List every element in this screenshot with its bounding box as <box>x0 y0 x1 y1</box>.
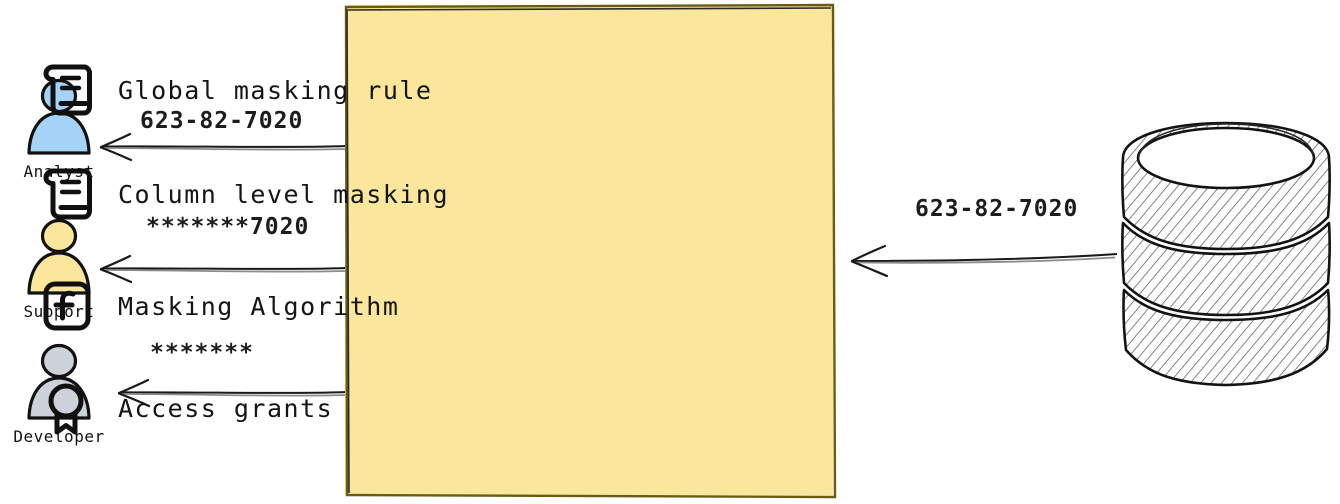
policy-item-global-masking-rule: Global masking rule <box>40 62 432 118</box>
policy-item-masking-algorithm: Masking Algorithm <box>40 278 399 334</box>
actor-label: Developer <box>13 427 105 446</box>
flow-label-analyst: 623-82-7020 <box>140 108 304 134</box>
arrow-to-analyst <box>92 126 350 168</box>
arrow-to-developer <box>110 372 350 414</box>
arrow-source-to-policy <box>843 240 1119 284</box>
award-icon <box>48 383 84 435</box>
policy-item-label: Column level masking <box>118 179 450 209</box>
policy-item-access-grants: Access grants <box>40 380 333 436</box>
function-box-icon <box>43 281 91 331</box>
flow-label-support: *******7020 <box>146 214 310 240</box>
policy-item-label: Masking Algorithm <box>118 291 400 321</box>
policy-item-label: Access grants <box>118 393 334 423</box>
policy-item-label: Global masking rule <box>118 75 433 105</box>
policy-item-column-level-masking: Column level masking <box>40 166 449 222</box>
person-icon <box>20 343 98 425</box>
actor-label: Support <box>23 302 95 321</box>
scroll-icon <box>43 64 92 116</box>
arrow-to-support <box>92 248 350 290</box>
actor-developer: Developer <box>0 343 124 446</box>
database-icon <box>1121 121 1331 387</box>
scroll-icon <box>43 168 92 220</box>
flow-label-source: 623-82-7020 <box>915 196 1079 222</box>
flow-label-developer: ******* <box>150 340 254 366</box>
